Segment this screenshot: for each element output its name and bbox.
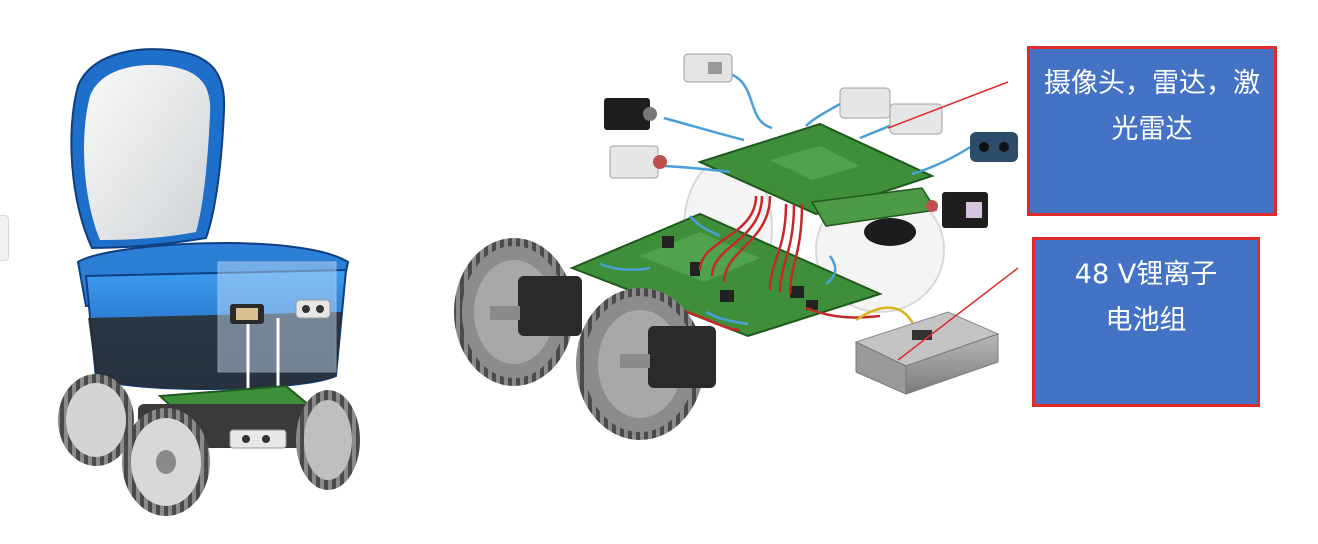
battery-callout-line1: 48 V锂离子 — [1074, 259, 1218, 290]
delivery-robot-assembled — [58, 48, 360, 516]
sensor-callout: 摄像头，雷达，激光雷达 — [1027, 46, 1277, 216]
sensor-callout-line — [887, 81, 1009, 129]
sensor-stereo-camera — [970, 132, 1018, 162]
robot-lid-inner — [84, 65, 211, 240]
battery-pack — [854, 311, 1000, 395]
battery-callout-line — [897, 267, 1019, 361]
motor-rear — [490, 276, 582, 336]
sensor-camera-left — [604, 98, 657, 130]
motor-front — [620, 326, 716, 388]
sensor-lidar-top-left — [683, 53, 733, 83]
sensor-radar-left — [609, 145, 667, 179]
body-lidar — [295, 299, 331, 319]
battery-callout-line2: 电池组 — [1105, 305, 1187, 336]
sensor-radar-top-right — [839, 87, 891, 119]
sensor-camera-right — [926, 192, 988, 228]
sensor-radar-right — [889, 103, 943, 135]
battery-callout: 48 V锂离子 电池组 — [1032, 237, 1260, 407]
side-panel-tab[interactable] — [0, 215, 9, 261]
exploded-view — [454, 53, 1018, 440]
sensor-callout-text: 摄像头，雷达，激光雷达 — [1044, 68, 1260, 145]
